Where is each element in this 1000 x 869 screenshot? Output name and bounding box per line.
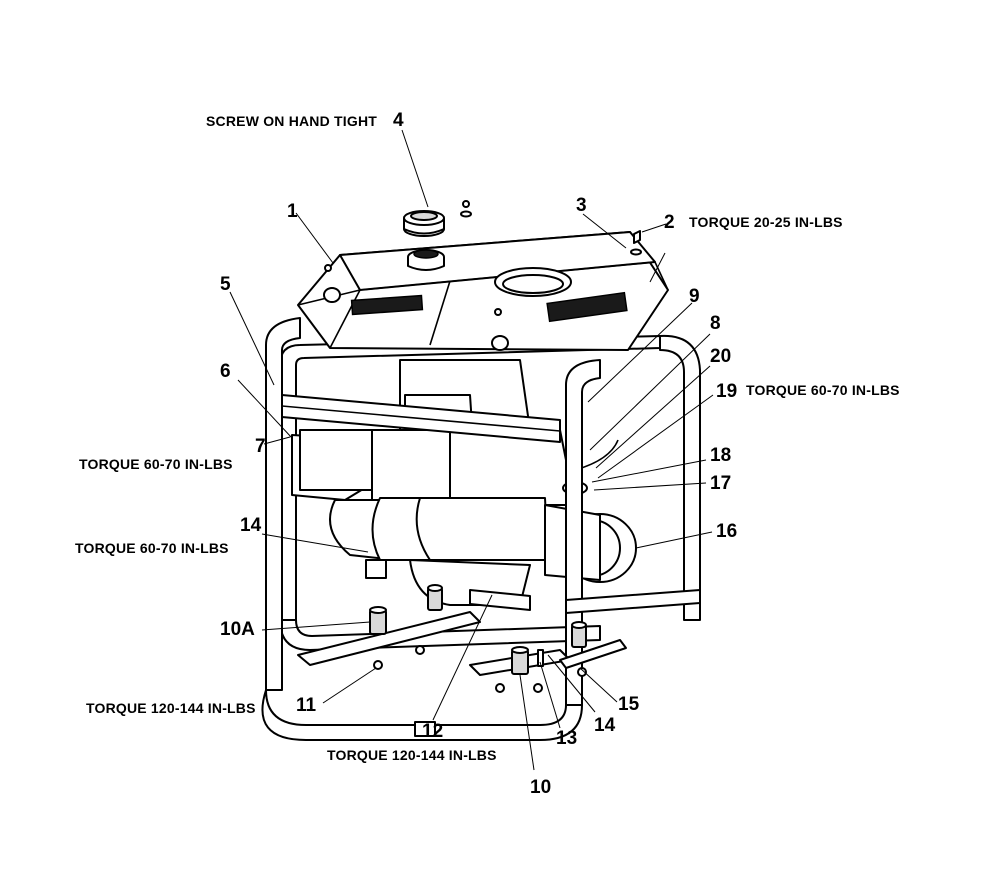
callout-14-left: 14: [240, 515, 262, 536]
callout-8: 8: [710, 313, 721, 334]
callout-7: 7: [255, 436, 266, 457]
callout-18: 18: [710, 445, 732, 466]
fuel-tank: [297, 231, 669, 351]
callout-13: 13: [556, 728, 578, 749]
tank-screws: [460, 200, 642, 256]
note-torque-part-14: TORQUE 60-70 IN-LBS: [75, 540, 229, 556]
fuel-cap: [403, 210, 445, 237]
leader-lines: [229, 129, 714, 771]
callout-20: 20: [710, 346, 732, 367]
callout-3: 3: [576, 195, 587, 216]
callout-10a: 10A: [220, 619, 255, 640]
callout-2: 2: [664, 212, 675, 233]
callout-15: 15: [618, 694, 640, 715]
callout-19: 19: [716, 381, 738, 402]
note-torque-part-2: TORQUE 20-25 IN-LBS: [689, 214, 843, 230]
callout-1: 1: [287, 201, 298, 222]
note-screw-on-hand-tight: SCREW ON HAND TIGHT: [206, 113, 378, 129]
note-torque-part-11: TORQUE 120-144 IN-LBS: [86, 700, 256, 716]
callout-14-right: 14: [594, 715, 616, 736]
note-torque-part-12: TORQUE 120-144 IN-LBS: [327, 747, 497, 763]
callout-17: 17: [710, 473, 732, 494]
callout-6: 6: [220, 361, 231, 382]
callout-11: 11: [296, 695, 317, 716]
note-torque-part-19: TORQUE 60-70 IN-LBS: [746, 382, 900, 398]
engine-body: [291, 359, 637, 611]
callout-9: 9: [689, 286, 700, 307]
callout-5: 5: [220, 274, 231, 295]
note-torque-part-7: TORQUE 60-70 IN-LBS: [79, 456, 233, 472]
callout-16: 16: [716, 521, 738, 542]
callout-4: 4: [393, 110, 404, 131]
mounting-rails: [297, 584, 627, 693]
callout-12: 12: [422, 721, 444, 742]
frame-front-tube: [261, 317, 701, 741]
callout-10: 10: [530, 777, 552, 798]
